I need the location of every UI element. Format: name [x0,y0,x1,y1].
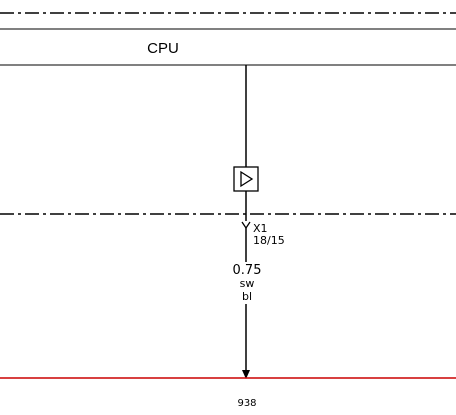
connector-name: X1 [253,222,268,235]
terminal-label: 938 [237,398,256,409]
wire-gauge: 0.75 [233,263,262,278]
arrow-down-icon [242,370,250,379]
buffer-triangle-icon [233,166,259,192]
connector-pin: 18/15 [253,234,285,247]
module-label: CPU [147,40,179,57]
wire-color-primary: sw [240,277,255,290]
wire-color-stripe: bl [242,290,252,303]
connector-pin-icon [241,221,251,230]
